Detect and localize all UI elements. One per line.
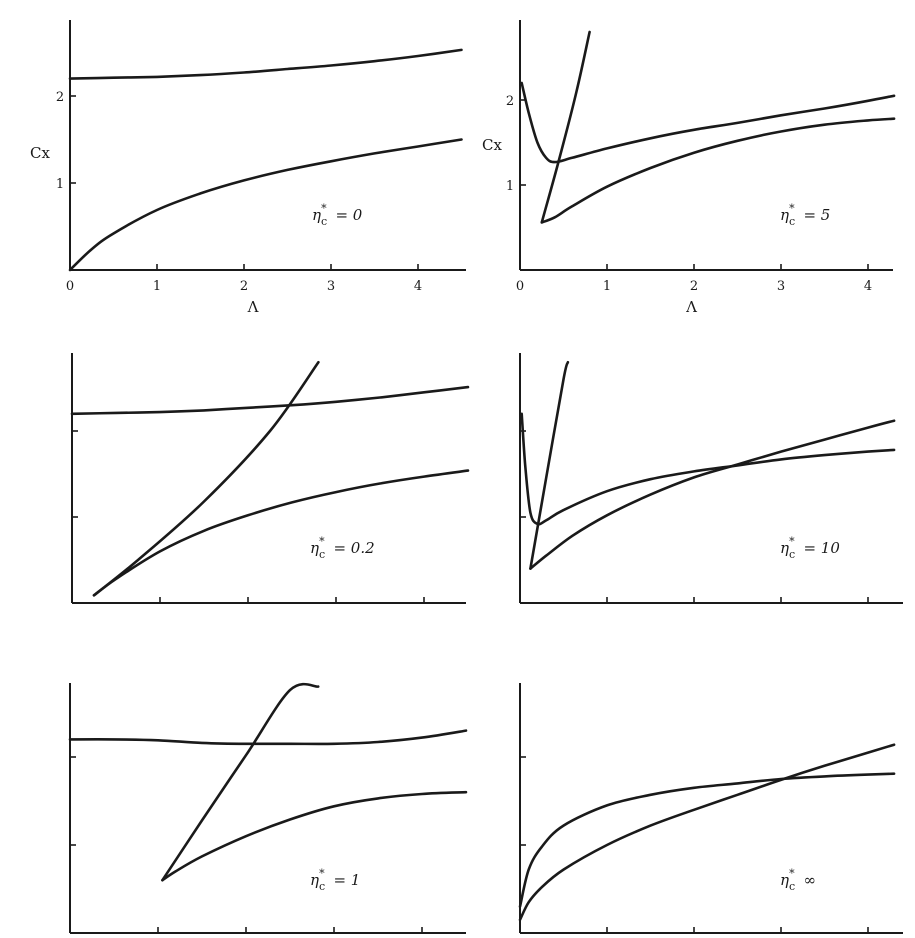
x-tick-label: 3	[777, 279, 785, 294]
eta-annotation: ηc* = 0.2	[310, 535, 375, 561]
x-tick-label: 1	[153, 279, 161, 294]
curve-2	[68, 138, 463, 272]
panel-6: ηc* ∞	[518, 683, 903, 934]
x-tick-label: 4	[864, 279, 872, 294]
x-tick-label: 0	[516, 279, 524, 294]
curve-2	[92, 469, 470, 597]
eta-annotation: ηc* = 5	[780, 202, 830, 228]
x-tick-label: 2	[240, 279, 248, 294]
y-axis-label: Cx	[482, 136, 502, 154]
x-tick-label: 3	[327, 279, 335, 294]
curve-2	[161, 790, 468, 882]
y-axis-label: Cx	[30, 144, 50, 162]
curve-1	[520, 81, 896, 164]
x-axis-label: Λ	[247, 298, 259, 316]
y-tick-label: 1	[506, 179, 514, 194]
eta-annotation: ηc* = 0	[312, 202, 363, 228]
y-tick-label: 2	[506, 94, 514, 109]
eta-annotation: ηc* ∞	[780, 867, 816, 893]
curve-3	[529, 360, 570, 570]
curve-1	[68, 48, 463, 80]
curve-3	[161, 682, 320, 882]
panel-4: ηc* = 10	[519, 353, 903, 604]
eta-annotation: ηc* = 1	[310, 867, 360, 893]
curve-1	[520, 412, 896, 526]
x-tick-label: 4	[414, 279, 422, 294]
curve-2	[529, 419, 896, 570]
x-tick-label: 1	[603, 279, 611, 294]
curve-3	[92, 360, 320, 597]
curve-2	[540, 117, 896, 224]
y-tick-label: 2	[56, 90, 64, 105]
eta-annotation: ηc* = 10	[780, 535, 840, 561]
panel-5: ηc* = 1	[68, 682, 468, 934]
curve-1	[70, 385, 470, 416]
panel-3: ηc* = 0.2	[70, 353, 470, 604]
x-tick-label: 2	[690, 279, 698, 294]
curve-1	[68, 729, 468, 746]
curve-1	[518, 772, 896, 908]
curve-2	[518, 743, 896, 922]
x-tick-label: 0	[66, 279, 74, 294]
x-axis-label: Λ	[685, 298, 697, 316]
y-tick-label: 1	[56, 177, 64, 192]
curve-3	[540, 30, 591, 224]
